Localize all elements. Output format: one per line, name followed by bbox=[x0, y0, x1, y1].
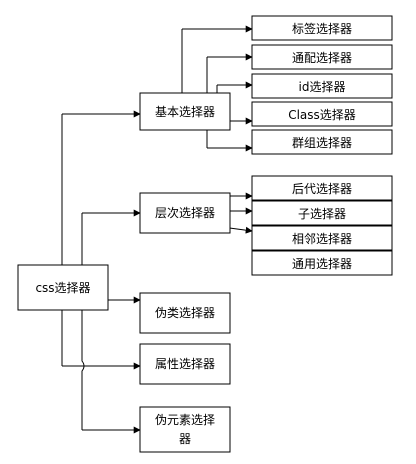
hierarchy-selector-node: 层次选择器 bbox=[139, 192, 231, 234]
child-selector-node: 子选择器 bbox=[251, 200, 393, 226]
connector-root-pseudo-element-vertical bbox=[81, 310, 85, 430]
group-selector-label: 群组选择器 bbox=[292, 136, 352, 150]
attribute-selector-label: 属性选择器 bbox=[155, 357, 215, 371]
root-node: css选择器 bbox=[17, 264, 109, 311]
child-selector-label: 子选择器 bbox=[298, 207, 346, 221]
hierarchy-selector-label: 层次选择器 bbox=[155, 206, 215, 220]
adjacent-selector-node: 相邻选择器 bbox=[251, 225, 393, 251]
class-selector-label: Class选择器 bbox=[288, 108, 356, 122]
adjacent-selector-label: 相邻选择器 bbox=[292, 232, 352, 246]
descendant-selector-label: 后代选择器 bbox=[292, 182, 352, 196]
root-label: css选择器 bbox=[35, 281, 90, 295]
pseudo-class-selector-label: 伪类选择器 bbox=[155, 306, 215, 320]
id-selector-label: id选择器 bbox=[299, 80, 346, 94]
tag-selector-label: 标签选择器 bbox=[292, 21, 352, 36]
universal-selector-node: 通配选择器 bbox=[251, 44, 393, 70]
id-selector-node: id选择器 bbox=[251, 73, 393, 99]
general-sibling-selector-node: 通用选择器 bbox=[251, 250, 393, 276]
pseudo-element-selector-node: 伪元素选择 器 bbox=[139, 406, 231, 453]
pseudo-element-selector-label-line2: 器 bbox=[179, 432, 191, 446]
tag-selector-node: 标签选择器 bbox=[251, 15, 393, 41]
general-sibling-selector-label: 通用选择器 bbox=[292, 257, 352, 271]
basic-selector-node: 基本选择器 bbox=[139, 92, 231, 131]
class-selector-node: Class选择器 bbox=[251, 101, 393, 127]
universal-selector-label: 通配选择器 bbox=[292, 51, 352, 65]
pseudo-class-selector-node: 伪类选择器 bbox=[139, 292, 231, 334]
descendant-selector-node: 后代选择器 bbox=[251, 175, 393, 201]
pseudo-element-selector-label-line1: 伪元素选择 bbox=[155, 413, 215, 427]
basic-selector-label: 基本选择器 bbox=[155, 105, 215, 119]
attribute-selector-node: 属性选择器 bbox=[139, 343, 231, 385]
group-selector-node: 群组选择器 bbox=[251, 129, 393, 155]
